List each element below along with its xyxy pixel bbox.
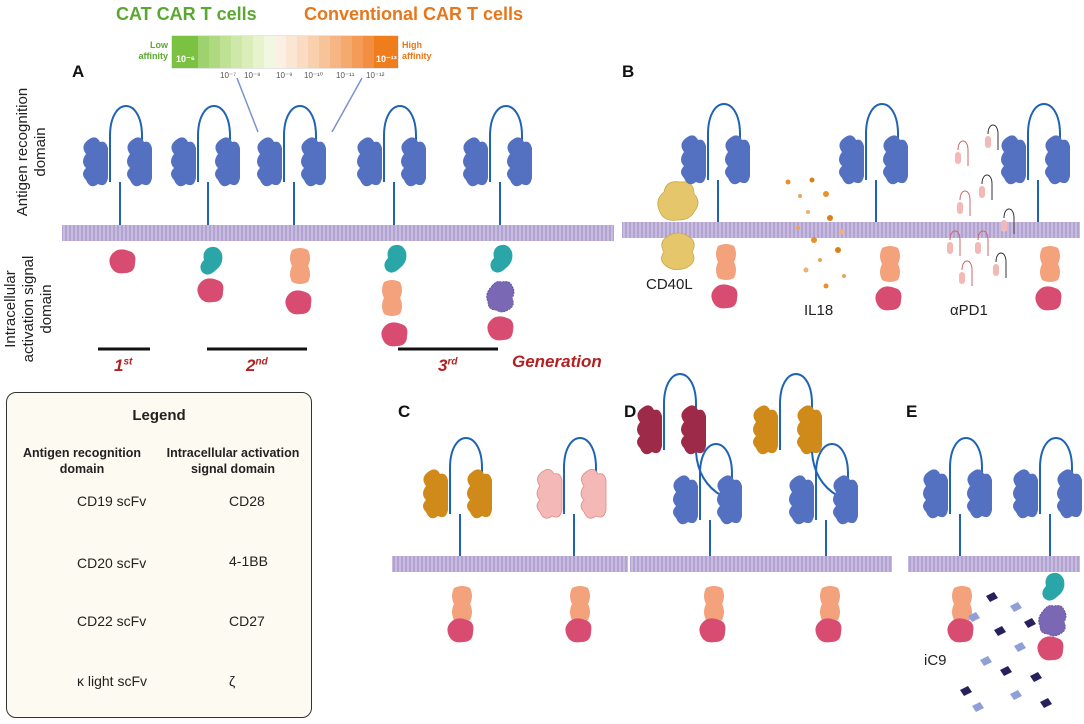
membrane-panel-e: [908, 556, 1080, 572]
zeta-domain: [381, 322, 408, 347]
scale-tick: 10⁻¹⁰: [304, 71, 323, 80]
zeta-domain: [565, 618, 592, 643]
high-affinity-label: High affinity: [402, 40, 432, 61]
41bb-domain: [290, 248, 310, 284]
41bb-domain: [452, 586, 472, 622]
car-armored-il18: [838, 103, 909, 311]
membrane-panel-a: [62, 225, 614, 241]
41bb-domain: [704, 586, 724, 622]
scale-tick: 10⁻⁷: [220, 71, 237, 80]
41bb-domain: [1040, 246, 1060, 282]
panel-label-e: E: [906, 402, 918, 421]
ic9-label: iC9: [924, 652, 947, 669]
car-cd28-cd27-zeta: [1012, 437, 1083, 661]
zeta-domain: [109, 249, 136, 274]
legend-signal-item: ζ: [229, 673, 236, 689]
legend-signal-item: CD28: [229, 493, 265, 509]
cd40l-label: CD40L: [646, 276, 693, 293]
legend-scfv-item: CD20 scFv: [77, 555, 147, 571]
car-2nd-gen-cd28: [170, 105, 241, 303]
membrane-panel-b: [622, 222, 1080, 238]
41bb-domain: [382, 280, 402, 316]
legend-scfv-item: CD19 scFv: [77, 493, 147, 509]
membrane-panel-d: [630, 556, 892, 572]
41bb-domain: [570, 586, 590, 622]
scale-start-label: 10⁻⁶: [176, 54, 195, 64]
zeta-domain: [947, 618, 974, 643]
affinity-scale: [171, 35, 399, 133]
panel-label-b: B: [622, 62, 635, 81]
car-tandem-cd20-cd19: [636, 373, 743, 643]
car-3rd-gen-cd28-41bb: [356, 105, 427, 347]
cd28-domain: [384, 244, 407, 273]
conventional-car-title: Conventional CAR T cells: [304, 4, 524, 24]
zeta-domain: [1037, 636, 1064, 661]
cd27-domain: [486, 281, 515, 313]
cd28-domain: [490, 244, 513, 273]
zeta-domain: [285, 290, 312, 315]
scale-tick: 10⁻¹¹: [336, 71, 355, 80]
zeta-domain: [1035, 286, 1062, 311]
intracellular-domain-label: Intracellular activation signal domain: [2, 255, 55, 363]
zeta-domain: [487, 316, 514, 341]
antigen-domain-label: Antigen recognition domain: [14, 87, 49, 217]
panel-label-c: C: [398, 402, 411, 421]
car-kappa: [536, 437, 607, 643]
legend-scfv-item: CD22 scFv: [77, 613, 147, 629]
cat-car-title: CAT CAR T cells: [116, 4, 257, 24]
gen-1st-label: 1st: [114, 356, 133, 375]
legend-scfv-item: κ light scFv: [77, 673, 148, 689]
legend-signal-item: CD27: [229, 613, 265, 629]
gen-3rd-label: 3rd: [438, 356, 458, 375]
panel-label-a: A: [72, 62, 85, 81]
scale-tick: 10⁻⁸: [244, 71, 261, 80]
legend-signal-item: 4-1BB: [229, 553, 268, 569]
car-3rd-gen-cd28-cd27: [462, 105, 533, 341]
zeta-domain: [815, 618, 842, 643]
cd28-domain: [200, 246, 223, 275]
zeta-domain: [197, 278, 224, 303]
car-cd22: [422, 437, 493, 643]
scale-tick: 10⁻¹²: [366, 71, 385, 80]
legend-box: Legend Antigen recognition domain Intrac…: [6, 392, 312, 718]
cd40l-molecule: [657, 181, 699, 270]
scale-tick: 10⁻⁹: [276, 71, 293, 80]
gen-2nd-label: 2nd: [246, 356, 268, 375]
car-41bb-zeta: [922, 437, 993, 643]
41bb-domain: [820, 586, 840, 622]
ic9-particles: [960, 592, 1052, 712]
scale-end-label: 10⁻¹³: [376, 54, 397, 64]
car-armored-cd40l: [680, 103, 751, 309]
membrane-panel-c: [392, 556, 628, 572]
legend-title: Legend: [132, 407, 186, 424]
cd27-domain: [1038, 605, 1067, 637]
apd1-particles: [947, 124, 1015, 286]
car-2nd-gen-41bb: [256, 105, 327, 315]
low-affinity-label: Low affinity: [138, 40, 168, 61]
cd28-domain: [1042, 572, 1065, 601]
car-armored-apd1: [1000, 103, 1071, 311]
41bb-domain: [716, 244, 736, 280]
zeta-domain: [711, 284, 738, 309]
affinity-high-cell: [374, 36, 398, 68]
zeta-domain: [875, 286, 902, 311]
car-tandem-cd22-cd19: [752, 373, 859, 643]
legend-col2-head: Intracellular activation signal domain: [166, 446, 300, 476]
generation-label: Generation: [512, 352, 602, 371]
affinity-low-cell: [172, 36, 198, 68]
panel-label-d: D: [624, 402, 637, 421]
car-1st-gen: [82, 105, 153, 274]
zeta-domain: [447, 618, 474, 643]
41bb-domain: [880, 246, 900, 282]
il18-particles: [785, 177, 846, 289]
il18-label: IL18: [804, 302, 834, 319]
legend-col1-head: Antigen recognition domain: [22, 446, 142, 476]
apd1-label: αPD1: [950, 302, 988, 319]
zeta-domain: [699, 618, 726, 643]
